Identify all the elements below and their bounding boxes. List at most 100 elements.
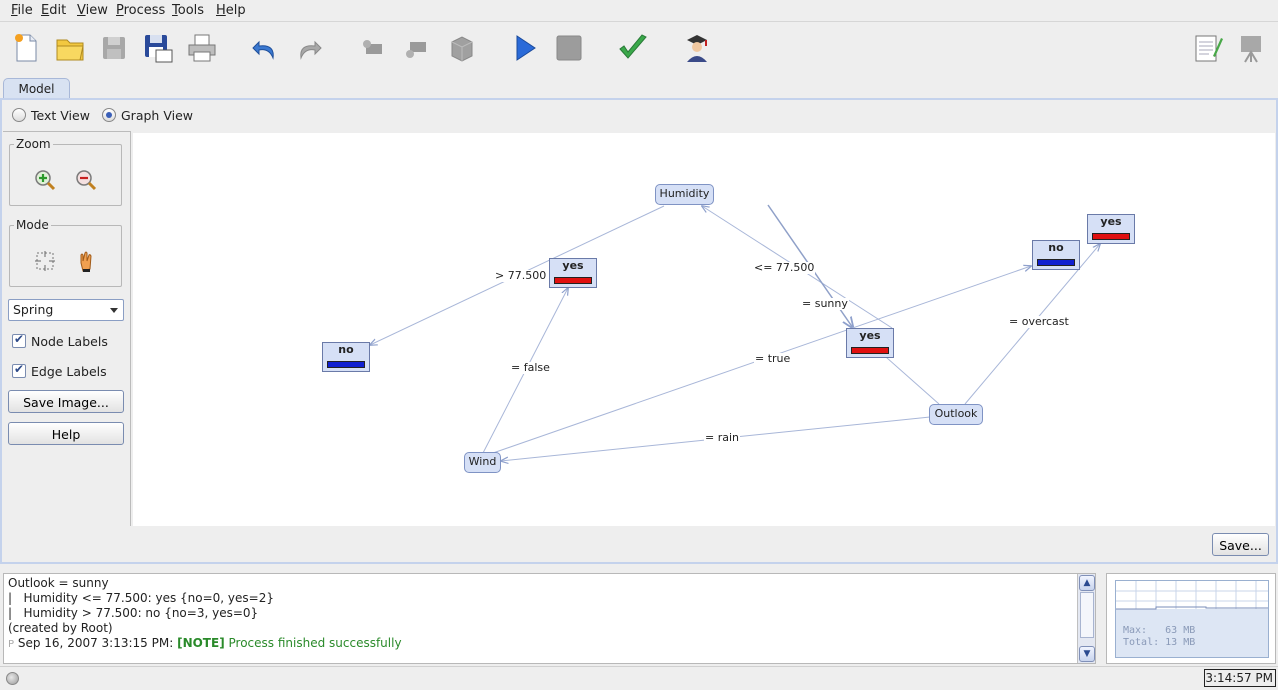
- leaf-label: yes: [859, 329, 881, 342]
- breakpoint-inside-button[interactable]: [445, 30, 479, 66]
- play-icon: [516, 35, 536, 61]
- print-button[interactable]: [185, 30, 219, 66]
- node-outlook[interactable]: Outlook: [929, 404, 983, 425]
- edge-label-overcast: = overcast: [1008, 315, 1070, 328]
- zoom-label: Zoom: [14, 137, 53, 151]
- redo-button[interactable]: [292, 30, 326, 66]
- scroll-thumb[interactable]: [1080, 592, 1094, 638]
- notes-button[interactable]: [1190, 30, 1224, 66]
- new-process-button[interactable]: [9, 30, 43, 66]
- status-light-icon: [6, 672, 19, 685]
- breakpoint-after-icon: [406, 42, 426, 58]
- leaf-no[interactable]: no: [322, 342, 370, 372]
- memory-max: Max: 63 MB: [1123, 625, 1196, 636]
- selection-mode-icon: [35, 251, 55, 271]
- edge-label-le: <= 77.500: [753, 261, 816, 274]
- validate-button[interactable]: [616, 30, 650, 66]
- menu-edit[interactable]: Edit: [41, 3, 67, 18]
- log-prefix: P: [8, 639, 15, 650]
- log-panel[interactable]: Outlook = sunny | Humidity <= 77.500: ye…: [3, 573, 1096, 664]
- presentation-button[interactable]: [1234, 30, 1268, 66]
- leaf-yes[interactable]: yes: [1087, 214, 1135, 244]
- mode-label: Mode: [14, 218, 51, 232]
- cube-icon: [451, 36, 473, 62]
- status-clock: 3:14:57 PM: [1204, 669, 1276, 687]
- status-bar: 3:14:57 PM: [0, 666, 1278, 690]
- class-distribution-bar: [554, 277, 592, 284]
- stop-button[interactable]: [552, 30, 586, 66]
- graph-view-label: Graph View: [121, 108, 193, 123]
- breakpoint-after-button[interactable]: [399, 30, 433, 66]
- log-line: (created by Root): [8, 621, 113, 635]
- breakpoint-before-button[interactable]: [355, 30, 389, 66]
- scroll-up-icon[interactable]: ▲: [1079, 575, 1095, 591]
- leaf-yes[interactable]: yes: [549, 258, 597, 288]
- help-button[interactable]: Help: [8, 422, 124, 445]
- leaf-label: yes: [1100, 215, 1122, 228]
- graph-side-panel: [3, 131, 131, 526]
- printer-icon: [188, 34, 216, 62]
- floppy-save-as-icon: [145, 35, 173, 63]
- log-tag: [NOTE]: [177, 636, 225, 650]
- zoom-in-button[interactable]: [33, 168, 57, 192]
- leaf-yes[interactable]: yes: [846, 328, 894, 358]
- new-file-icon: [15, 34, 37, 62]
- edge-label-sunny: = sunny: [801, 297, 849, 310]
- log-message: Process finished successfully: [228, 636, 402, 650]
- menu-file[interactable]: File: [11, 3, 33, 18]
- menu-process[interactable]: Process: [116, 3, 166, 18]
- checkmark-icon: [619, 34, 647, 59]
- mode-group: [9, 225, 122, 287]
- log-line: | Humidity <= 77.500: yes {no=0, yes=2}: [8, 591, 274, 605]
- edge-label-true: = true: [754, 352, 792, 365]
- menu-view[interactable]: View: [77, 3, 108, 18]
- tutorial-button[interactable]: [680, 30, 714, 66]
- chevron-down-icon: [110, 308, 118, 313]
- class-distribution-bar: [1092, 233, 1130, 240]
- log-line: | Humidity > 77.500: no {no=3, yes=0}: [8, 606, 259, 620]
- graph-view-radio[interactable]: [102, 108, 116, 122]
- graph-canvas[interactable]: Humidity Outlook Wind yes no yes no yes …: [133, 133, 1275, 526]
- open-button[interactable]: [53, 30, 87, 66]
- save-disabled-button[interactable]: [97, 30, 131, 66]
- edge-label-gt: > 77.500: [494, 269, 548, 282]
- folder-icon: [56, 39, 84, 61]
- easel-icon: [1241, 36, 1261, 63]
- node-humidity[interactable]: Humidity: [655, 184, 714, 205]
- edge-labels-checkbox[interactable]: [12, 362, 26, 378]
- memory-grid: [1116, 581, 1268, 657]
- memory-monitor: Max: 63 MB Total: 13 MB: [1106, 573, 1276, 664]
- menu-help[interactable]: Help: [216, 3, 246, 18]
- text-view-radio[interactable]: [12, 108, 26, 122]
- save-button[interactable]: Save...: [1212, 533, 1269, 556]
- zoom-out-icon: [76, 170, 97, 191]
- leaf-label: yes: [562, 259, 584, 272]
- leaf-label: no: [338, 343, 354, 356]
- log-line: Outlook = sunny: [8, 576, 109, 590]
- scroll-down-icon[interactable]: ▼: [1079, 646, 1095, 662]
- log-timestamp: Sep 16, 2007 3:13:15 PM:: [17, 636, 174, 650]
- node-labels-checkbox[interactable]: [12, 332, 26, 348]
- pan-mode-button[interactable]: [74, 249, 98, 273]
- memory-chart: Max: 63 MB Total: 13 MB: [1115, 580, 1269, 658]
- save-image-button[interactable]: Save Image...: [8, 390, 124, 413]
- notepad-icon: [1195, 35, 1223, 62]
- node-labels-label: Node Labels: [31, 334, 108, 349]
- graduate-icon: [687, 35, 707, 62]
- menu-tools[interactable]: Tools: [172, 3, 205, 18]
- zoom-out-button[interactable]: [74, 168, 98, 192]
- log-line-status: P Sep 16, 2007 3:13:15 PM: [NOTE] Proces…: [8, 636, 402, 650]
- select-mode-button[interactable]: [33, 249, 57, 273]
- leaf-label: no: [1048, 241, 1064, 254]
- node-wind[interactable]: Wind: [464, 452, 501, 473]
- undo-button[interactable]: [248, 30, 282, 66]
- run-button[interactable]: [508, 30, 542, 66]
- stop-icon: [556, 35, 582, 61]
- save-as-button[interactable]: [141, 30, 175, 66]
- memory-total: Total: 13 MB: [1123, 637, 1196, 648]
- tab-model[interactable]: Model: [3, 78, 70, 100]
- log-scrollbar[interactable]: ▲ ▼: [1077, 574, 1095, 663]
- edge-labels-label: Edge Labels: [31, 364, 107, 379]
- layout-select[interactable]: Spring: [8, 299, 124, 321]
- leaf-no[interactable]: no: [1032, 240, 1080, 270]
